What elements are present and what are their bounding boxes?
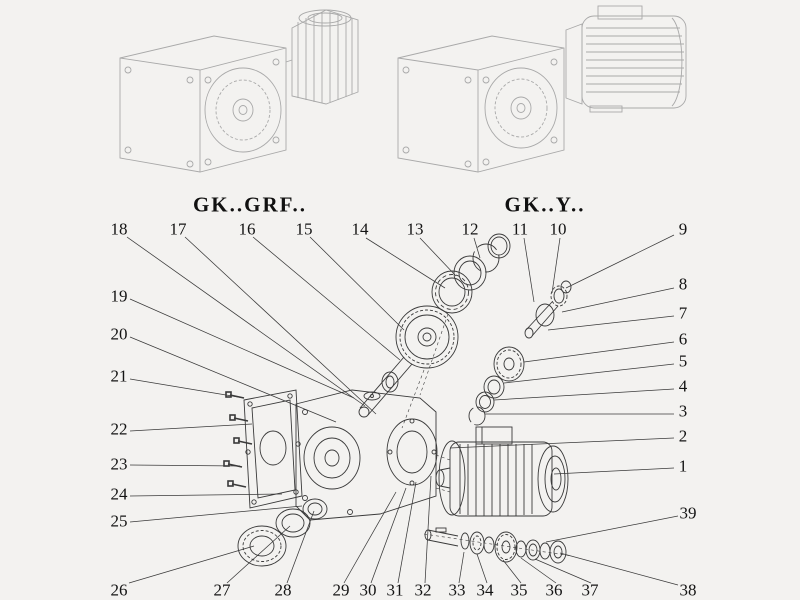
part-electric-motor	[435, 426, 569, 517]
leader-line-18	[126, 236, 366, 407]
leader-line-25	[129, 505, 303, 523]
leader-line-16	[252, 236, 401, 361]
callout-13: 13	[406, 219, 424, 239]
callout-2: 2	[678, 426, 688, 446]
part-output-shaft-assembly	[424, 527, 567, 564]
callout-8: 8	[678, 274, 688, 294]
callout-21: 21	[110, 366, 128, 386]
callout-16: 16	[238, 219, 256, 239]
callout-32: 32	[414, 580, 432, 600]
callout-10: 10	[549, 219, 567, 239]
callout-14: 14	[351, 219, 369, 239]
leader-line-37	[534, 558, 592, 584]
callout-38: 38	[679, 580, 697, 600]
leader-line-39	[545, 515, 679, 543]
callout-26: 26	[110, 580, 128, 600]
callout-7: 7	[678, 303, 688, 323]
callout-27: 27	[213, 580, 231, 600]
callout-25: 25	[110, 511, 128, 531]
leader-line-38	[559, 552, 679, 586]
leader-line-32	[424, 475, 432, 584]
leader-line-10	[551, 237, 561, 294]
leader-line-29	[343, 491, 397, 584]
leader-line-9	[565, 234, 675, 289]
leader-line-19	[129, 298, 355, 399]
callout-5: 5	[678, 351, 688, 371]
exploded-view-drawing	[223, 233, 573, 567]
part-input-bearing-stack	[431, 233, 511, 314]
callout-1: 1	[678, 456, 688, 476]
leader-line-1	[553, 467, 675, 475]
callout-20: 20	[110, 324, 128, 344]
gk-y-overview-drawing	[397, 5, 687, 173]
leader-line-28	[286, 510, 315, 584]
callout-15: 15	[295, 219, 313, 239]
part-output-seal-rings	[237, 498, 328, 567]
leader-line-36	[520, 557, 557, 584]
gk-grf-overview-drawing	[119, 9, 359, 173]
callout-12: 12	[461, 219, 479, 239]
callout-33: 33	[448, 580, 466, 600]
leader-line-8	[561, 287, 675, 313]
leader-line-17	[184, 236, 377, 415]
leader-line-31	[397, 481, 417, 584]
leader-line-15	[309, 236, 405, 331]
callout-24: 24	[110, 484, 128, 504]
leader-lines	[126, 234, 679, 586]
leader-line-13	[419, 237, 457, 277]
leader-line-34	[476, 553, 488, 584]
model-label-gk-grf: GK..GRF..	[192, 192, 308, 217]
callout-22: 22	[110, 419, 128, 439]
leader-line-5	[503, 363, 675, 384]
callout-18: 18	[110, 219, 128, 239]
assembly-axis-lines	[401, 313, 573, 557]
part-intermediate-gear-rings	[468, 346, 525, 426]
callout-9: 9	[678, 219, 688, 239]
leader-line-6	[523, 341, 675, 363]
part-housing	[295, 389, 438, 521]
callout-39: 39	[679, 503, 697, 523]
leader-line-12	[473, 237, 481, 259]
callout-31: 31	[386, 580, 404, 600]
model-label-gk-y: GK..Y..	[504, 192, 586, 217]
callout-35: 35	[510, 580, 528, 600]
leader-line-27	[226, 525, 291, 584]
callout-30: 30	[359, 580, 377, 600]
leader-line-24	[129, 493, 283, 497]
leader-line-33	[458, 551, 465, 584]
callout-4: 4	[678, 376, 688, 396]
callout-28: 28	[274, 580, 292, 600]
leader-line-20	[129, 336, 337, 423]
leader-line-7	[547, 315, 675, 331]
callout-11: 11	[511, 219, 529, 239]
leader-line-11	[523, 237, 535, 303]
callout-3: 3	[678, 401, 688, 421]
callout-6: 6	[678, 329, 688, 349]
callout-23: 23	[110, 454, 128, 474]
leader-line-4	[493, 388, 675, 401]
part-main-gear-and-shaft	[358, 305, 459, 418]
callout-34: 34	[476, 580, 494, 600]
callout-29: 29	[332, 580, 350, 600]
callout-17: 17	[169, 219, 187, 239]
leader-line-30	[370, 487, 407, 584]
leader-line-2	[449, 437, 675, 449]
leader-line-35	[502, 559, 522, 584]
callout-37: 37	[581, 580, 599, 600]
part-input-pinion-shaft	[524, 280, 572, 339]
leader-line-22	[129, 423, 253, 432]
leader-line-26	[128, 545, 255, 584]
part-mounting-flange-plate	[243, 389, 303, 509]
leader-line-21	[129, 378, 245, 399]
callout-36: 36	[545, 580, 563, 600]
callout-19: 19	[110, 286, 128, 306]
leader-line-23	[129, 464, 241, 467]
leader-line-14	[365, 237, 446, 289]
